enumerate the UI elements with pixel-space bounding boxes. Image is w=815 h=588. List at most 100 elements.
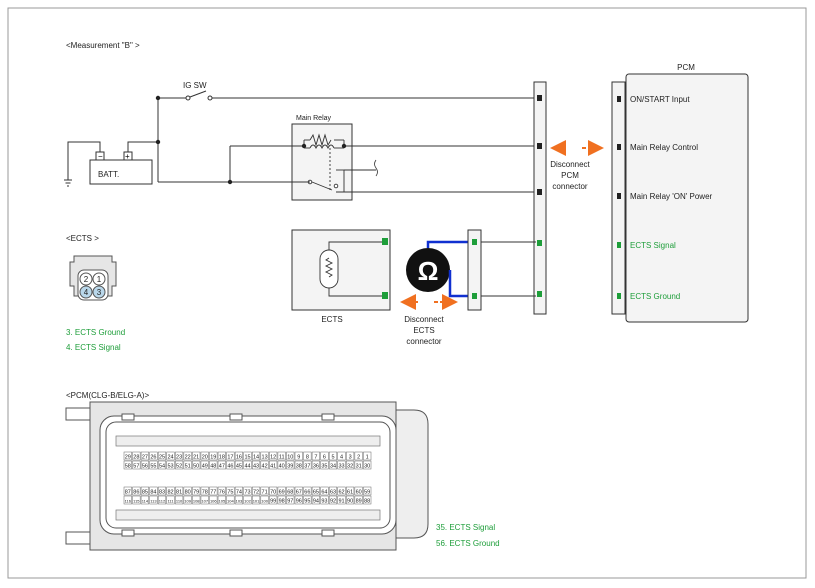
main-relay-box [291, 123, 353, 201]
pcm-pin-number: 58 [125, 463, 131, 469]
pcm-pin-cell [337, 451, 346, 461]
pcm-pin-cell [209, 451, 218, 461]
pcm-pin-cell [320, 460, 329, 470]
pcm-pin-number: 116 [125, 498, 132, 503]
pcm-pin-cell [123, 460, 132, 470]
pcm-pin-cell [269, 460, 278, 470]
pcm-pin-number: 1 [366, 454, 369, 460]
pcm-pin-cell [311, 486, 320, 496]
pcm-pin-cell [217, 451, 226, 461]
pcm-pin-number: 84 [150, 489, 156, 495]
pcm-pin-number: 102 [244, 498, 251, 503]
ects-connector-label-2: ECTS [413, 326, 434, 335]
pcm-pin-number: 101 [253, 498, 260, 503]
pcm-pin-number: 33 [338, 463, 344, 469]
pcm-pin-cell [303, 460, 312, 470]
ohmmeter-icon [406, 248, 450, 292]
pcm-pin-cell [234, 495, 243, 505]
pcm-pin-cell [363, 486, 372, 496]
pcm-pin-cell [294, 460, 303, 470]
pcm-pin-cell [200, 460, 209, 470]
pcm-pin-number: 75 [227, 489, 233, 495]
pcm-pin-number: 100 [261, 498, 268, 503]
pcm-pin-number: 38 [296, 463, 302, 469]
pcm-pin-cell [346, 495, 355, 505]
pcm-pin-cell [277, 460, 286, 470]
pcm-pin-cell [303, 486, 312, 496]
pcm-pin-number: 27 [142, 454, 148, 460]
pcm-pin-number: 12 [270, 454, 276, 460]
pcm-pin-number: 79 [193, 489, 199, 495]
pcm-pin-number: 104 [227, 498, 234, 503]
pcm-pin-number: 23 [176, 454, 182, 460]
pcm-pin-cell [200, 486, 209, 496]
pcm-pin-number: 65 [313, 489, 319, 495]
pcm-pin-number: 52 [176, 463, 182, 469]
pcm-connector-pin [537, 95, 542, 101]
pcm-pin [617, 193, 621, 199]
pcm-pin-cell [243, 460, 252, 470]
pcm-pin-number: 110 [176, 498, 183, 503]
pcm-pin-number: 17 [227, 454, 233, 460]
ects-connector-pin [472, 293, 477, 299]
pcm-pin-number: 61 [347, 489, 353, 495]
pcm-pin-number: 22 [185, 454, 191, 460]
pcm-pin-number: 103 [236, 498, 243, 503]
pcm-pin-cell [132, 486, 141, 496]
pcm-pin-cell [200, 495, 209, 505]
pcm-pin-cell [277, 451, 286, 461]
pcm-pin-number: 36 [313, 463, 319, 469]
ects-pin-number: 4 [84, 288, 89, 297]
pcm-pin-cell [166, 451, 175, 461]
page-frame [7, 7, 807, 579]
pcm-pin-cell [277, 495, 286, 505]
pcm-pin-cell [123, 486, 132, 496]
pcm-pin-number: 29 [125, 454, 131, 460]
pcm-pin-number: 77 [210, 489, 216, 495]
pcm-pin-cell [363, 495, 372, 505]
pcm-pin-number: 64 [321, 489, 327, 495]
pcm-pin-cell [252, 495, 261, 505]
pcm-pin-cell [277, 486, 286, 496]
pcm-pin-cell [132, 495, 141, 505]
pcm-pin-cell [286, 486, 295, 496]
pcm-pin-number: 93 [321, 498, 327, 504]
junction-dot [227, 179, 233, 185]
pcm-pin-cell [226, 451, 235, 461]
pcm-pin-cell [175, 495, 184, 505]
pcm-pin-number: 43 [253, 463, 259, 469]
pcm-pin-number: 7 [314, 454, 317, 460]
pcm-connector-label-3: connector [552, 182, 587, 191]
pcm-connector [533, 81, 547, 315]
main-relay-label: Main Relay [296, 115, 332, 122]
pcm-connector-pin [537, 240, 542, 246]
pcm-pin-number: 106 [210, 498, 217, 503]
pcm-pin-number: 48 [210, 463, 216, 469]
ects-connector-pin [472, 239, 477, 245]
pcm-pin-cell [320, 486, 329, 496]
pcm-pin-number: 35 [321, 463, 327, 469]
pcm-pin-number: 45 [236, 463, 242, 469]
pcm-pin-cell [157, 486, 167, 496]
pcm-pin-cell [286, 451, 295, 461]
pcm-pin-number: 111 [168, 498, 175, 503]
pcm-pin-cell [140, 486, 149, 496]
pcm-pin-number: 81 [176, 489, 182, 495]
pcm-pin-cell [123, 495, 132, 505]
pcm-pin-cell [123, 451, 132, 461]
pcm-pin-cell [260, 451, 269, 461]
pcm-module [625, 73, 749, 323]
pcm-pin [617, 242, 621, 248]
pcm-pin-number: 53 [167, 463, 173, 469]
pcm-pin-cell [269, 451, 278, 461]
pcm-pin-number: 115 [133, 498, 140, 503]
pcm-pin-cell [337, 460, 346, 470]
junction-dot [341, 143, 347, 149]
ects-sensor-box [291, 229, 391, 311]
pcm-pin-label: Main Relay 'ON' Power [630, 192, 713, 201]
pcm-pin-cell [166, 460, 175, 470]
pcm-pin-cell [320, 451, 329, 461]
pcm-pin-number: 96 [296, 498, 302, 504]
pcm-pin-number: 39 [287, 463, 293, 469]
pcm-pin-number: 73 [244, 489, 250, 495]
